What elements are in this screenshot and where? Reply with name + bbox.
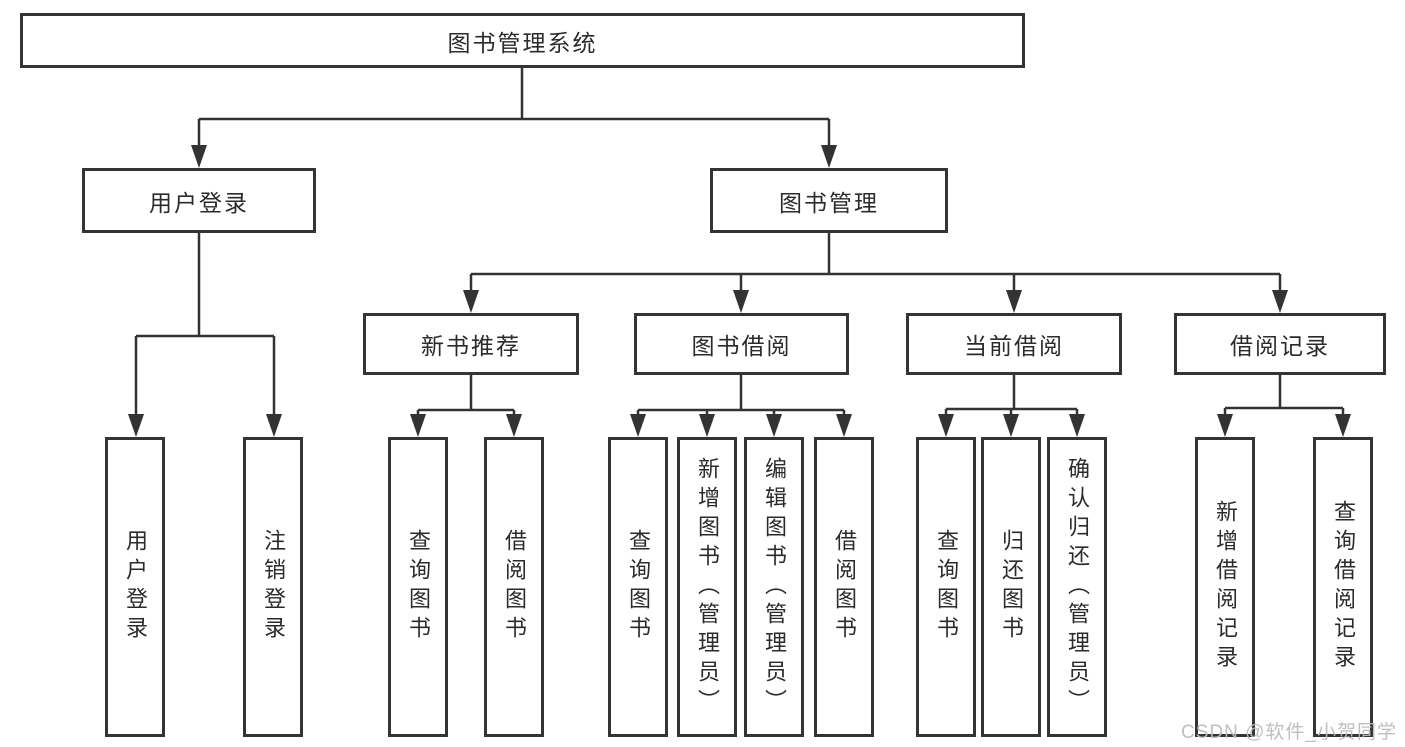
node-leaf-current-confirm-return: 确认归还（管理员）: [1047, 437, 1107, 737]
connector-bookmgmt-to-level3: [469, 233, 1282, 291]
connector-record-to-leaves: [1223, 375, 1345, 415]
leaf-label: 编辑图书（管理员）: [762, 456, 787, 718]
arrow-head: [836, 414, 852, 437]
node-book-management-label: 图书管理: [779, 189, 879, 216]
node-book-borrow: 图书借阅: [634, 313, 849, 375]
leaf-label: 用户登录: [123, 529, 148, 645]
node-leaf-current-return: 归还图书: [981, 437, 1041, 737]
node-borrow-record-label: 借阅记录: [1230, 333, 1330, 359]
node-leaf-newbook-borrow: 借阅图书: [484, 437, 544, 737]
leaf-label: 借阅图书: [502, 529, 527, 645]
node-leaf-current-search: 查询图书: [916, 437, 976, 737]
leaf-label: 归还图书: [999, 529, 1024, 645]
connector-userlogin-to-leaves: [134, 233, 276, 415]
node-borrow-record: 借阅记录: [1174, 313, 1386, 375]
leaf-label: 查询图书: [626, 529, 651, 645]
leaf-label: 查询借阅记录: [1331, 500, 1356, 674]
arrow-head: [191, 145, 207, 168]
arrow-head: [938, 414, 954, 437]
arrow-head: [1006, 290, 1022, 313]
node-root-label: 图书管理系统: [447, 29, 598, 56]
node-leaf-user-login: 用户登录: [105, 437, 165, 737]
node-user-login-label: 用户登录: [149, 189, 249, 216]
connector-borrow-to-leaves: [636, 375, 846, 415]
node-leaf-logout: 注销登录: [243, 437, 303, 737]
node-leaf-borrow-book: 借阅图书: [814, 437, 874, 737]
node-current-borrow-label: 当前借阅: [964, 333, 1064, 359]
node-new-book-recommend-label: 新书推荐: [421, 333, 521, 359]
arrow-head: [128, 414, 144, 437]
node-leaf-record-add: 新增借阅记录: [1195, 437, 1255, 737]
node-user-login: 用户登录: [82, 168, 316, 233]
node-leaf-newbook-search: 查询图书: [388, 437, 448, 737]
arrow-head: [506, 414, 522, 437]
node-book-borrow-label: 图书借阅: [691, 333, 792, 359]
arrow-head: [733, 290, 749, 313]
leaf-label: 查询图书: [406, 529, 431, 645]
node-leaf-borrow-edit-book: 编辑图书（管理员）: [744, 437, 804, 737]
arrow-head: [1335, 414, 1351, 437]
arrow-head: [821, 145, 837, 168]
leaf-label: 注销登录: [261, 529, 286, 645]
node-book-management: 图书管理: [710, 168, 948, 233]
node-leaf-borrow-add-book: 新增图书（管理员）: [677, 437, 737, 737]
arrow-head: [699, 414, 715, 437]
arrow-head: [630, 414, 646, 437]
arrow-head: [766, 414, 782, 437]
watermark-text: CSDN @软件_小贺同学: [1181, 722, 1397, 743]
arrow-head: [1003, 414, 1019, 437]
node-new-book-recommend: 新书推荐: [363, 313, 579, 375]
arrow-head: [1272, 290, 1288, 313]
arrow-head: [1069, 414, 1085, 437]
arrow-head: [410, 414, 426, 437]
node-leaf-record-search: 查询借阅记录: [1313, 437, 1373, 737]
leaf-label: 确认归还（管理员）: [1065, 456, 1090, 718]
connector-current-to-leaves: [944, 375, 1079, 415]
node-leaf-borrow-search: 查询图书: [608, 437, 668, 737]
connector-root-to-level2: [197, 66, 831, 146]
arrow-head: [463, 290, 479, 313]
leaf-label: 查询图书: [934, 529, 959, 645]
leaf-label: 新增借阅记录: [1213, 500, 1238, 674]
node-current-borrow: 当前借阅: [906, 313, 1122, 375]
arrow-head: [1217, 414, 1233, 437]
node-root: 图书管理系统: [20, 13, 1025, 68]
leaf-label: 借阅图书: [832, 529, 857, 645]
leaf-label: 新增图书（管理员）: [695, 456, 720, 718]
arrow-head: [266, 414, 282, 437]
connector-newbook-to-leaves: [416, 375, 516, 415]
